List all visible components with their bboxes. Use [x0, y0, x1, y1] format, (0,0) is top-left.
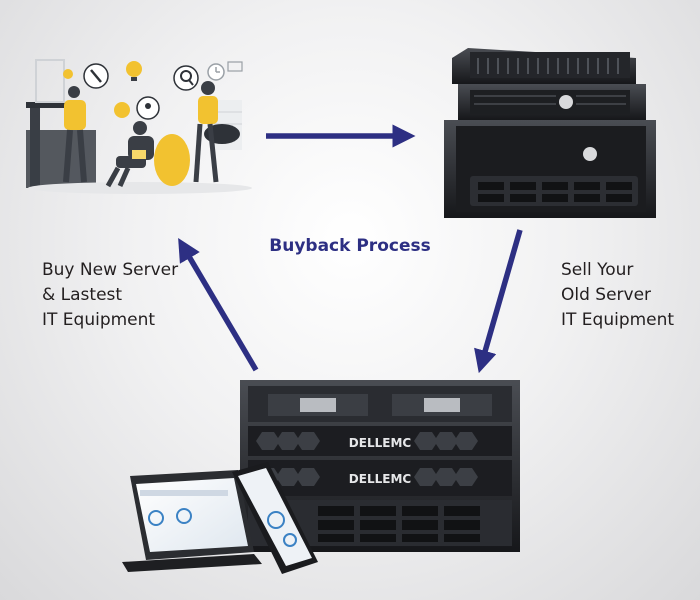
- magnifier-icon: [173, 65, 199, 91]
- arrow-storage-to-servers: [474, 229, 523, 374]
- tablet: [232, 462, 318, 574]
- person-seated-laptop: [105, 121, 154, 188]
- diagram-title: Buyback Process: [269, 236, 431, 256]
- step-label-sell: Sell Your Old Server IT Equipment: [561, 260, 675, 330]
- storage-array-stack: [444, 48, 656, 218]
- brand-logo-2: DELLEMC: [349, 472, 412, 486]
- laptop: [122, 470, 262, 572]
- dell-emc-servers-and-laptops: DELLEMC DELLEMC: [122, 380, 520, 574]
- step-label-buy: Buy New Server & Lastest IT Equipment: [42, 260, 179, 330]
- person-standing: [63, 86, 87, 183]
- person-talking: [193, 81, 240, 183]
- team-meeting-illustration: [26, 59, 252, 194]
- arrow-servers-to-team: [178, 238, 259, 372]
- brand-logo-1: DELLEMC: [349, 436, 412, 450]
- lightbulb-icon: [126, 61, 142, 77]
